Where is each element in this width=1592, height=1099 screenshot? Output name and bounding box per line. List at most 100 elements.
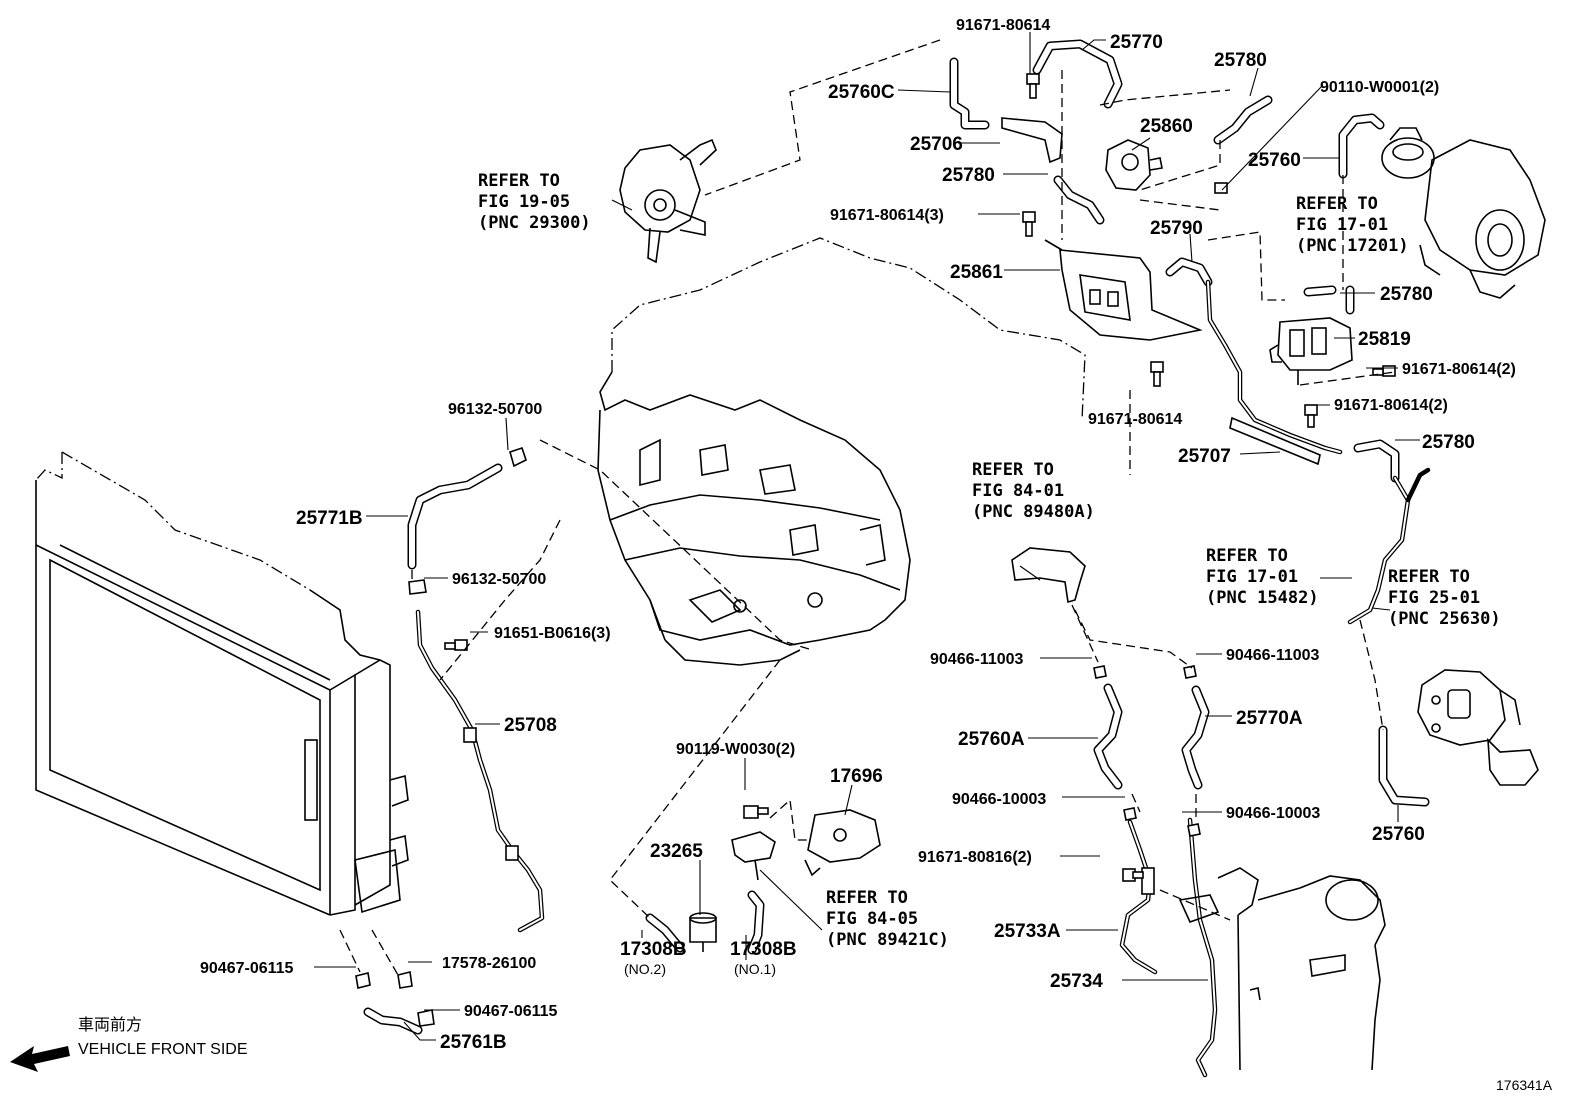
label-96132-50700: 96132-50700 — [452, 571, 546, 588]
pipe-15482 — [1347, 467, 1431, 625]
direction-label-en: VEHICLE FRONT SIDE — [78, 1041, 248, 1058]
label-no2: (NO.2) — [624, 961, 666, 977]
leader-lines — [314, 32, 1420, 1041]
bracket-25706 — [1001, 117, 1063, 164]
label-91671-80614: 91671-80614 — [956, 17, 1050, 34]
label-25861: 25861 — [950, 262, 1003, 283]
turbocharger — [1381, 127, 1546, 299]
label-no1: (NO.1) — [734, 961, 776, 977]
bolt-icon — [444, 73, 1396, 882]
clamp-icon — [355, 446, 1201, 1027]
refer-fig-84-01: REFER TO FIG 84-01 (PNC 89480A) — [972, 460, 1095, 522]
pipe-25707 — [1205, 279, 1343, 466]
connection-lines — [339, 39, 1396, 976]
label-90467-06115: 90467-06115 — [464, 1003, 558, 1020]
engine-assembly — [597, 237, 1086, 666]
svg-text:FIG 17-01: FIG 17-01 — [1296, 215, 1388, 235]
label-91671-80614: 91671-80614(2) — [1334, 397, 1448, 414]
direction-label-jp: 車両前方 — [78, 1016, 142, 1034]
hose-25790 — [1165, 257, 1213, 287]
hose-25780-top — [1213, 95, 1273, 145]
pressure-sensor-89480a — [1011, 547, 1086, 604]
hose-25780-mid — [1053, 175, 1105, 225]
label-90466-11003: 90466-11003 — [930, 651, 1024, 668]
label-25790: 25790 — [1150, 218, 1203, 239]
hose-25760a — [1093, 683, 1123, 790]
vsv-bracket-25861 — [1044, 239, 1203, 341]
label-90466-10003: 90466-10003 — [1226, 805, 1320, 822]
svg-text:FIG 25-01: FIG 25-01 — [1388, 588, 1480, 608]
svg-text:FIG 84-01: FIG 84-01 — [972, 481, 1064, 501]
refer-fig-17-01-pnc-15482: REFER TO FIG 17-01 (PNC 15482) — [1206, 546, 1319, 608]
bracket-17696 — [804, 809, 881, 877]
hose-25760-top — [1338, 113, 1385, 179]
vsv-25819 — [1269, 317, 1353, 385]
hose-25770a — [1181, 685, 1210, 790]
vsv-25860 — [1105, 139, 1163, 191]
label-25760c: 25760C — [828, 82, 895, 103]
label-17308b: 17308B — [730, 939, 797, 960]
svg-text:FIG 19-05: FIG 19-05 — [478, 192, 570, 212]
svg-text:REFER TO: REFER TO — [478, 171, 560, 191]
label-91671-80614: 91671-80614(3) — [830, 207, 944, 224]
label-17578-26100: 17578-26100 — [442, 955, 536, 972]
label-25760: 25760 — [1248, 150, 1301, 171]
label-25733a: 25733A — [994, 921, 1061, 942]
svg-text:(PNC 15482): (PNC 15482) — [1206, 588, 1319, 608]
label-25706: 25706 — [910, 134, 963, 155]
label-17696: 17696 — [830, 766, 883, 787]
pipe-25733a — [1119, 819, 1158, 975]
label-91671-80614: 91671-80614(2) — [1402, 361, 1516, 378]
label-25734: 25734 — [1050, 971, 1103, 992]
label-25819: 25819 — [1358, 329, 1411, 350]
svg-text:(PNC 25630): (PNC 25630) — [1388, 609, 1501, 629]
label-17308b: 17308B — [620, 939, 687, 960]
hose-17308b-no1 — [747, 890, 765, 955]
svg-text:REFER TO: REFER TO — [1206, 546, 1288, 566]
svg-text:(PNC 89480A): (PNC 89480A) — [972, 502, 1095, 522]
label-25770a: 25770A — [1236, 708, 1303, 729]
svg-text:REFER TO: REFER TO — [826, 888, 908, 908]
label-25780: 25780 — [1214, 50, 1267, 71]
svg-text:REFER TO: REFER TO — [1296, 194, 1378, 214]
label-25760a: 25760A — [958, 729, 1025, 750]
refer-fig-84-05: REFER TO FIG 84-05 (PNC 89421C) — [826, 888, 949, 950]
radiator-assembly — [35, 451, 409, 916]
hose-25760c — [949, 57, 990, 130]
label-96132-50700: 96132-50700 — [448, 401, 542, 418]
vehicle-front-indicator: 車両前方 VEHICLE FRONT SIDE — [10, 1016, 248, 1072]
exhaust-pipe — [1217, 867, 1386, 1071]
label-25780: 25780 — [942, 165, 995, 186]
svg-text:(PNC 89421C): (PNC 89421C) — [826, 930, 949, 950]
hose-25780-low — [1353, 439, 1400, 483]
label-25860: 25860 — [1140, 116, 1193, 137]
label-25708: 25708 — [504, 715, 557, 736]
svg-text:REFER TO: REFER TO — [1388, 567, 1470, 587]
label-25780: 25780 — [1422, 432, 1475, 453]
refer-fig-25-01: REFER TO FIG 25-01 (PNC 25630) — [1388, 567, 1501, 629]
arrow-left-icon — [10, 1046, 70, 1072]
label-91671-80816: 91671-80816(2) — [918, 849, 1032, 866]
label-90466-10003: 90466-10003 — [952, 791, 1046, 808]
refer-fig-17-01-pnc-17201: REFER TO FIG 17-01 (PNC 17201) — [1296, 194, 1409, 256]
hose-17308b-no2 — [645, 913, 685, 953]
svg-text:(PNC 17201): (PNC 17201) — [1296, 236, 1409, 256]
label-91671-80614: 91671-80614 — [1088, 411, 1182, 428]
vacuum-pump — [619, 138, 717, 264]
label-91651-b0616: 91651-B0616(3) — [494, 625, 611, 642]
refer-fig-19-05: REFER TO FIG 19-05 (PNC 29300) — [478, 171, 591, 233]
pipe-25708 — [415, 609, 545, 933]
label-90119-w0030: 90119-W0030(2) — [676, 741, 795, 758]
egr-valve — [1417, 669, 1539, 786]
label-25761b: 25761B — [440, 1032, 507, 1053]
label-23265: 23265 — [650, 841, 703, 862]
label-25771b: 25771B — [296, 508, 363, 529]
svg-text:FIG 17-01: FIG 17-01 — [1206, 567, 1298, 587]
label-25780: 25780 — [1380, 284, 1433, 305]
hose-25771b — [407, 463, 503, 570]
label-90110-w0001: 90110-W0001(2) — [1320, 79, 1439, 96]
svg-text:(PNC 29300): (PNC 29300) — [478, 213, 591, 233]
filter-23265 — [689, 912, 717, 952]
pressure-sensor-89421c — [731, 831, 776, 881]
